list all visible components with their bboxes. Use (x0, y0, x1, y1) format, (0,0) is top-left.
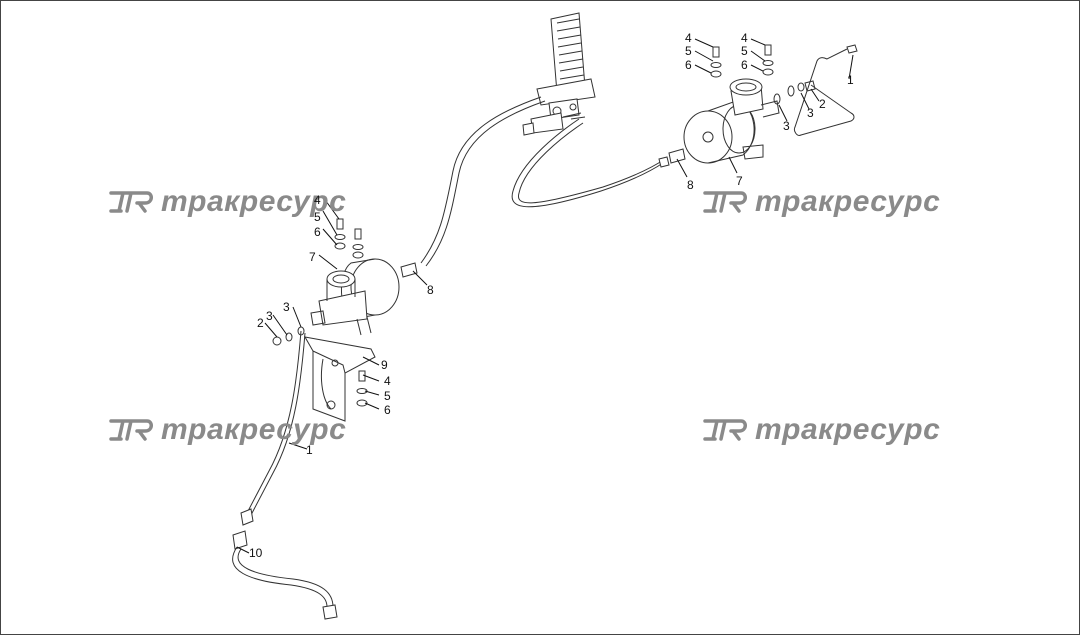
watermark-text: тракресурс (161, 413, 347, 446)
callout-6: 6 (685, 58, 692, 72)
tr-logo-icon (109, 419, 153, 441)
left-booster-unit (310, 258, 400, 336)
right-bolts (710, 44, 774, 78)
callout-3: 3 (807, 106, 814, 120)
callout-5: 5 (384, 389, 391, 403)
callout-1: 1 (847, 73, 854, 87)
flex-hose-10 (232, 546, 338, 620)
watermark-text: тракресурс (755, 413, 941, 446)
callout-7: 7 (309, 250, 316, 264)
right-booster-unit (683, 78, 780, 164)
watermark-text: тракресурс (755, 185, 941, 218)
callout-3: 3 (783, 119, 790, 133)
callout-10: 10 (249, 546, 263, 560)
callout-8: 8 (687, 178, 694, 192)
callout-4: 4 (685, 31, 692, 45)
callout-6: 6 (384, 403, 391, 417)
leader-lines (236, 38, 854, 554)
watermark: тракресурс (109, 185, 346, 219)
watermark-text: тракресурс (161, 185, 347, 218)
callout-9: 9 (381, 358, 388, 372)
callout-4: 4 (314, 193, 321, 207)
right-fittings (658, 44, 858, 168)
mounting-bracket (304, 336, 376, 422)
brake-line-lower (232, 330, 306, 550)
callout-6: 6 (741, 58, 748, 72)
tr-logo-icon (109, 191, 153, 213)
callout-2: 2 (819, 97, 826, 111)
tr-logo-icon (703, 191, 747, 213)
callout-6: 6 (314, 225, 321, 239)
callout-7: 7 (736, 174, 743, 188)
callout-5: 5 (685, 44, 692, 58)
tr-logo-icon (703, 419, 747, 441)
left-fittings (272, 262, 418, 346)
callout-2: 2 (257, 316, 264, 330)
watermark: тракресурс (109, 413, 346, 447)
hose-pedal-to-right-booster (511, 118, 666, 208)
watermark: тракресурс (703, 185, 940, 219)
callout-8: 8 (427, 283, 434, 297)
left-bolts (334, 218, 364, 259)
callout-4: 4 (384, 374, 391, 388)
callout-3: 3 (266, 309, 273, 323)
callout-3: 3 (283, 300, 290, 314)
callout-5: 5 (741, 44, 748, 58)
watermark: тракресурс (703, 413, 940, 447)
callout-1: 1 (306, 443, 313, 457)
brake-pedal (522, 12, 596, 136)
hose-pedal-to-left-booster (420, 96, 546, 267)
callout-4: 4 (741, 31, 748, 45)
callout-5: 5 (314, 210, 321, 224)
